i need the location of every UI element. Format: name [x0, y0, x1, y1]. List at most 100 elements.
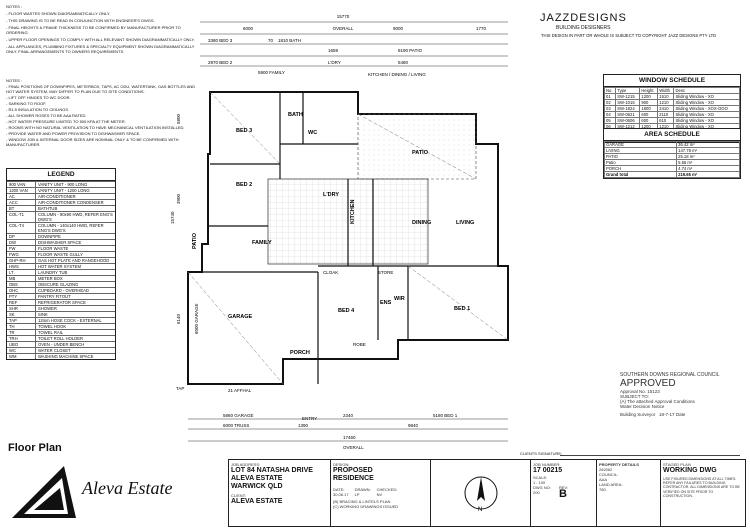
legend-code: UBO [7, 341, 36, 348]
stamp-status: APPROVED [620, 378, 676, 389]
room-dining: DINING [412, 220, 431, 226]
legend-desc: OVEN - UNDER BENCH [35, 341, 115, 348]
legend-code: TRH [7, 335, 36, 342]
title-block: JOB ADDRESS: LOT 84 NATASHA DRIVE ALEVA … [228, 459, 746, 527]
legend-code: TR [7, 329, 36, 336]
dim-bottom: 5180 BED 1 [433, 413, 458, 418]
legend-desc: DISHWASHER SPACE [35, 239, 115, 246]
legend-desc: 12mm HOSE COCK - EXTERNAL [35, 317, 115, 324]
dim-left: 6000 GARAGE [194, 303, 199, 334]
legend-desc: FLOOR WASTE [35, 245, 115, 252]
scale-value: 1 : 100 [533, 480, 546, 485]
dim-top: 5480 [398, 60, 409, 65]
job-address-line: ALEVA ESTATE [231, 475, 283, 482]
clients-signature-label: CLIENTS SIGNATURE: [520, 451, 563, 456]
note-c: (C) WORKING DRAWINGS ISSUED [333, 504, 399, 509]
dim-bottom: 9840 [408, 423, 419, 428]
job-address-line: WARWICK QLD [231, 483, 283, 490]
note-line: - FLOOR WASTES SHOWN DIAGRAMMATICALLY ON… [6, 11, 111, 16]
dim-top: 3380 BED 3 [208, 38, 233, 43]
legend-code: DP [7, 233, 36, 240]
aleva-triangle-logo-icon [12, 466, 76, 518]
clients-signature-line[interactable] [560, 455, 740, 456]
design-label: DESIGN: [333, 462, 350, 467]
area-schedule-cell: Grand total [603, 171, 678, 178]
room-garage: GARAGE [228, 314, 252, 320]
designer-logo: JAZZDESIGNS [540, 12, 627, 24]
note-b: (B) BRACING & LINTELS PLAN [333, 499, 391, 504]
rev-value: B [559, 488, 567, 500]
legend-code: MB [7, 275, 36, 282]
design-line: PROPOSED [333, 467, 373, 474]
room-bed4: BED 4 [338, 308, 355, 314]
note-line: - ROOMS WITH NO NATURAL VENTILATION TO H… [6, 125, 185, 130]
legend-desc: LAUNDRY TUB [35, 269, 115, 276]
legend-code: ACC [7, 199, 36, 206]
legend-code: COL-T1 [7, 211, 36, 223]
dim-bottom: 6000 TRUSS [223, 423, 249, 428]
brand-name: Aleva Estate [82, 478, 173, 498]
legend-code: WM [7, 353, 36, 359]
stamp-subject-to: SUBJECT TO: [620, 394, 650, 399]
dim-top: 5900 FAMILY [258, 70, 285, 75]
checked-label: CHECKED: [376, 487, 398, 492]
overall-bottom-dimension: 17460 [343, 435, 356, 440]
dim-top: 1770 [476, 26, 487, 31]
legend-code: HWS [7, 263, 36, 270]
stage-label: STAGED PLAN [663, 462, 691, 467]
overall-label: OVERALL [333, 26, 354, 31]
general-notes-top: NOTES : - FLOOR WASTES SHOWN DIAGRAMMATI… [6, 4, 196, 56]
dwg-no: 200 [533, 490, 540, 495]
date-value: 30.06.17 [333, 492, 349, 497]
dim-top: 8190 PATIO [398, 48, 423, 53]
dwg-no-label: DWG NO: [533, 485, 551, 490]
note-line: - PROVIDE WATER AND POWER PROVISION TO D… [6, 131, 141, 136]
designer-sub: BUILDING DESIGNERS [556, 25, 611, 31]
legend-desc: SHOWER [35, 305, 115, 312]
dim-top: KITCHEN / DINING / LIVING [368, 72, 426, 77]
room-patio-top: PATIO [412, 150, 429, 156]
room-bed1: BED 1 [454, 306, 470, 312]
label-tap: TAP [176, 386, 184, 391]
room-kitchen: KITCHEN [350, 200, 356, 224]
note-line: NOTES : [6, 4, 23, 9]
client-name: ALEVA ESTATE [231, 498, 283, 505]
date-label: DATE: [333, 487, 345, 492]
legend-code: 1200 VAN [7, 187, 36, 194]
legend-code: DW [7, 239, 36, 246]
floor-plan-drawing: 15770 OVERALL 6000 9000 1770 3380 BED 3 … [170, 14, 509, 450]
overall-bottom-label: OVERALL [343, 445, 364, 450]
legend-desc: WATER CLOSET [35, 347, 115, 354]
stamp-approval-no: 15123 [647, 389, 660, 394]
stage-note: USE FIGURED DIMENSIONS AT ALL TIMES. REF… [663, 477, 740, 498]
dim-top: 2970 BED 2 [208, 60, 233, 65]
legend-desc: AIR-CONDITIONER CONDENSER [35, 199, 115, 206]
job-number: 17 00215 [533, 467, 563, 474]
legend-code: OHC [7, 287, 36, 294]
property-cell: PROPERTY DETAILS 262062 COUNCIL: AAA LAN… [597, 460, 661, 526]
room-bath: BATH [288, 112, 303, 118]
legend-code: AC [7, 193, 36, 200]
dim-bottom: 1390 [298, 423, 309, 428]
stamp-signer: Building Surveyor [620, 412, 656, 417]
legend-desc: SINK [35, 311, 115, 318]
stage-value: WORKING DWG [663, 467, 717, 474]
note-line: - FINAL POSITIONS OF DOWNPIPES, METERBOX… [6, 84, 196, 94]
area-schedule-cell: 219.65 m² [676, 171, 740, 178]
copyright-note: THIS DESIGN IN PART OR WHOLE IS SUBJECT … [541, 33, 717, 38]
legend-desc: GAS HOT PLATE AND RANGEHOOD [35, 257, 115, 264]
